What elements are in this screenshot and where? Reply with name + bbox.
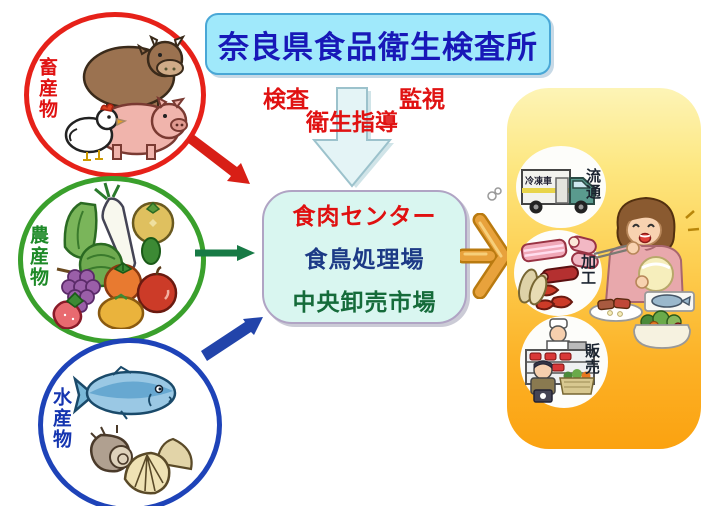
monitoring-label: 監視 [399, 86, 445, 112]
facilities-box: 食肉センター 食鳥処理場 中央卸売市場 [262, 190, 467, 324]
turban-shell-icon [90, 425, 133, 473]
hand [626, 241, 640, 255]
rice-bowl-icon [635, 256, 674, 292]
processing-circle: 加工 [514, 230, 602, 316]
marine-label: 水産物 [50, 387, 71, 450]
meat-center-label: 食肉センター [292, 203, 437, 229]
strawberry-icon [52, 291, 85, 329]
agricultural-label: 農産物 [27, 225, 48, 288]
leaf-greens-icon [63, 201, 98, 260]
mouth-open [638, 232, 652, 244]
bacon-icon [520, 238, 568, 263]
svg-text:冷凍車: 冷凍車 [525, 175, 552, 186]
fish-icon [72, 365, 177, 420]
consumer-panel: 冷凍車 流通 [507, 88, 701, 449]
livestock-illustration [64, 34, 188, 161]
distribution-circle: 冷凍車 流通 [516, 146, 606, 228]
freezer-truck-icon: 冷凍車 [521, 169, 595, 214]
agricultural-illustration [52, 182, 178, 329]
marine-illustration [72, 365, 193, 495]
salad-bowl-icon [633, 310, 691, 349]
marine-circle: 水産物 [38, 338, 222, 506]
livestock-circle: 畜産物 [24, 12, 206, 178]
down-arrow-icon [311, 87, 394, 188]
butcher-icon [546, 318, 570, 352]
marine-arrow-icon [201, 317, 263, 361]
persimmon-icon [131, 201, 175, 245]
eyes-closed [632, 223, 655, 228]
hair-fringe [627, 211, 662, 226]
fish-tray-icon [644, 291, 695, 312]
poultry-plant-label: 食鳥処理場 [304, 246, 425, 272]
title-box: 奈良県食品衛生検査所 [205, 13, 551, 75]
woman-eating-icon [593, 196, 700, 303]
processed-foods-icon [517, 235, 599, 311]
inspection-label: 検査 [263, 86, 309, 112]
shopkeeper-icon [530, 360, 556, 403]
scallop-icon [123, 437, 193, 495]
sparkle-lines [685, 210, 700, 232]
dried-fish-icon [517, 268, 548, 306]
agricultural-arrow-icon [195, 245, 255, 261]
pepper-icon [141, 237, 161, 265]
to-consumer-arrow-icon [460, 213, 510, 299]
processing-label: 加工 [579, 254, 596, 286]
meal-dishes-illustration [589, 291, 695, 349]
chopsticks-icon [593, 243, 632, 260]
shop-counter-icon [525, 318, 595, 403]
vegetable-bin-icon [559, 369, 595, 395]
apple-icon [136, 265, 178, 314]
page-title: 奈良県食品衛生検査所 [218, 29, 538, 65]
distribution-label: 流通 [584, 168, 601, 200]
sales-circle: 販売 [520, 316, 608, 408]
meat-plate-icon [589, 297, 643, 322]
teeth [639, 234, 651, 238]
agricultural-circle: 農産物 [18, 176, 206, 344]
wieners-icon [535, 284, 574, 311]
chicken-icon [64, 103, 128, 161]
sales-label: 販売 [583, 343, 600, 375]
ham-icon [568, 235, 599, 270]
mandarin-icon [97, 293, 145, 329]
exhaust-puff-icon [487, 187, 502, 201]
livestock-arrow-icon [187, 134, 250, 184]
livestock-label: 畜産物 [36, 57, 57, 120]
wholesale-market-label: 中央卸売市場 [292, 289, 437, 315]
guidance-label: 衛生指導 [306, 109, 398, 135]
